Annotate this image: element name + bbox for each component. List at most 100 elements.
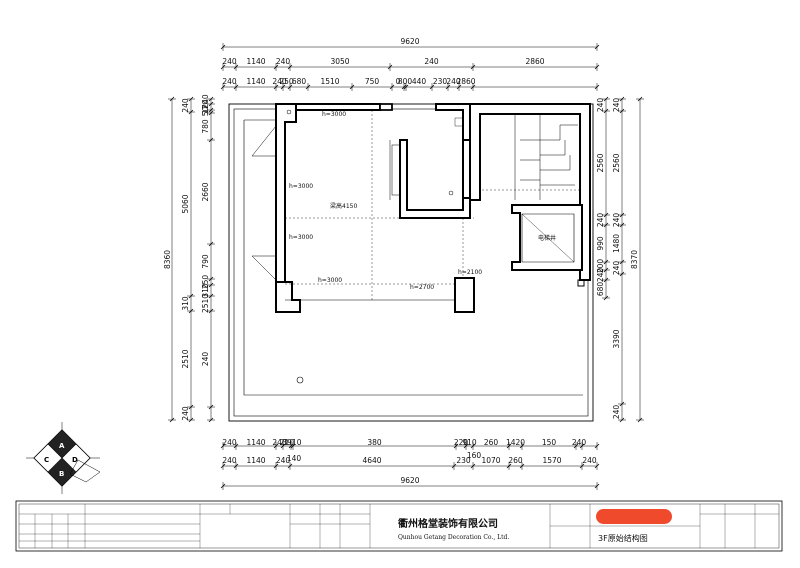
dim-right-outer-label: 2560 <box>612 153 621 172</box>
wall-east-upper <box>462 139 471 199</box>
drain-2 <box>448 190 454 196</box>
dim-right-inner-label: 240 <box>596 268 605 283</box>
dim-top-row2-slash <box>349 84 355 90</box>
dim-right-outer-slash <box>619 212 625 218</box>
dim-bottom-row1-label: 1140 <box>246 438 265 447</box>
title-block-grid <box>19 504 779 548</box>
dim-right-inner-label: 240 <box>596 98 605 113</box>
dim-top-row2-label: 2860 <box>456 77 475 86</box>
stair <box>514 114 578 200</box>
dim-top-row1-slash <box>233 64 239 70</box>
label-h6: h=2100 <box>458 269 482 276</box>
dim-right-outer-slash <box>619 401 625 407</box>
dim-top-row2-slash <box>305 84 311 90</box>
dim-left-total-label: 8360 <box>163 250 172 269</box>
drawing-title-highlight <box>596 509 672 524</box>
dim-top-row2-slash <box>594 84 600 90</box>
outer-boundary <box>228 103 594 422</box>
dim-bottom-row2-slash <box>594 463 600 469</box>
dim-left-inner-slash <box>208 293 214 299</box>
label-h3: h=3000 <box>289 234 313 241</box>
dim-bottom-row1-slash <box>220 443 226 449</box>
title-block <box>15 500 783 552</box>
dim-top-row2-label: 230 <box>433 77 448 86</box>
dim-bottom-row1-slash <box>519 443 525 449</box>
dim-top-row2-slash <box>273 84 279 90</box>
dim-right-inner-label: 200 <box>596 259 605 274</box>
dim-left-inner-slash <box>208 282 214 288</box>
company-logo: A B C D <box>26 422 101 494</box>
balcony-triangle-1 <box>251 125 277 157</box>
dim-bottom-row1-slash <box>594 443 600 449</box>
dim-bottom-row2-slash <box>506 463 512 469</box>
dim-left-inner-slash <box>208 241 214 247</box>
dim-left-inner-label: 780 <box>201 119 210 134</box>
dim-top-row2-slash <box>445 84 451 90</box>
elevator-wall <box>511 204 583 271</box>
balcony-triangle-2 <box>251 255 277 281</box>
dim-right-inner-slash <box>603 222 609 228</box>
window-frame <box>391 144 401 196</box>
drain-3 <box>296 376 304 384</box>
dim-right-outer-label: 240 <box>612 98 621 113</box>
dim-left-outer-label: 2510 <box>181 349 190 368</box>
label-h4: h=3000 <box>318 277 342 284</box>
dim-bottom-row2-slash <box>220 463 226 469</box>
logo-letter-d: D <box>72 456 78 464</box>
dim-bottom-row1-label: 240 <box>222 438 237 447</box>
dim-bottom-extra-label: 140 <box>287 454 302 463</box>
dim-right-inner-label: 2560 <box>596 153 605 172</box>
dim-bottom-row2-slash <box>233 463 239 469</box>
dim-bottom-row2-label: 1140 <box>246 456 265 465</box>
dim-right-inner-slash <box>603 295 609 301</box>
dim-top-row2-slash <box>280 84 286 90</box>
dim-bottom-row1-slash <box>273 443 279 449</box>
dim-right-inner-slash <box>603 212 609 218</box>
logo-letter-c: C <box>44 456 49 464</box>
dim-right-total-slash <box>637 417 643 423</box>
dim-right-outer-slash <box>619 259 625 265</box>
dim-left-outer-label: 5060 <box>181 194 190 213</box>
wall-north-1 <box>295 103 381 111</box>
dim-bottom-row2-slash <box>470 463 476 469</box>
dim-bottom-row2-label: 4640 <box>362 456 381 465</box>
dim-bottom-row2-label: 240 <box>582 456 597 465</box>
drawing-title: 3F原始结构图 <box>598 533 648 543</box>
dim-right-total-label: 8370 <box>630 250 639 269</box>
dim-left-inner-label: 50 <box>201 107 210 117</box>
dim-top-row2-slash <box>233 84 239 90</box>
dim-right-inner-label: 240 <box>596 213 605 228</box>
dim-bottom-row1-label: 260 <box>484 438 499 447</box>
dim-top-row2-slash <box>287 84 293 90</box>
dim-top-total-label: 9620 <box>400 37 419 46</box>
dim-top-row2-label: 440 <box>412 77 427 86</box>
dim-left-outer-slash <box>188 96 194 102</box>
column-small <box>577 279 585 287</box>
label-h5: h=2700 <box>410 284 434 291</box>
dim-bottom-row1-slash <box>470 443 476 449</box>
wall-north-2 <box>435 103 471 141</box>
dim-bottom-row2-label: 240 <box>276 456 291 465</box>
dim-bottom-row2-slash <box>451 463 457 469</box>
dim-top-row2-slash <box>401 84 407 90</box>
dim-top-row2-slash <box>456 84 462 90</box>
dim-top-row2-slash <box>389 84 395 90</box>
dim-left-outer-slash <box>188 109 194 115</box>
dim-left-inner-label: 240 <box>201 94 210 109</box>
company-name-cn: 衢州格堂装饰有限公司 <box>398 517 498 530</box>
dim-bottom-total-slash <box>594 483 600 489</box>
elevator-cross-1 <box>521 213 575 263</box>
dim-left-inner-slash <box>208 110 214 116</box>
dim-left-inner-label: 2510 <box>201 294 210 313</box>
dim-top-row2-label: 1140 <box>246 77 265 86</box>
column-southeast <box>454 277 475 313</box>
dim-bottom-row2-slash <box>579 463 585 469</box>
dim-bottom-row1-slash <box>290 443 296 449</box>
dim-bottom-total-slash <box>220 483 226 489</box>
dim-bottom-row1-slash <box>506 443 512 449</box>
dim-left-inner-slash <box>208 137 214 143</box>
dim-top-row1-slash <box>594 64 600 70</box>
dim-left-inner-label: 240 <box>201 352 210 367</box>
dim-bottom-row1-slash <box>579 443 585 449</box>
